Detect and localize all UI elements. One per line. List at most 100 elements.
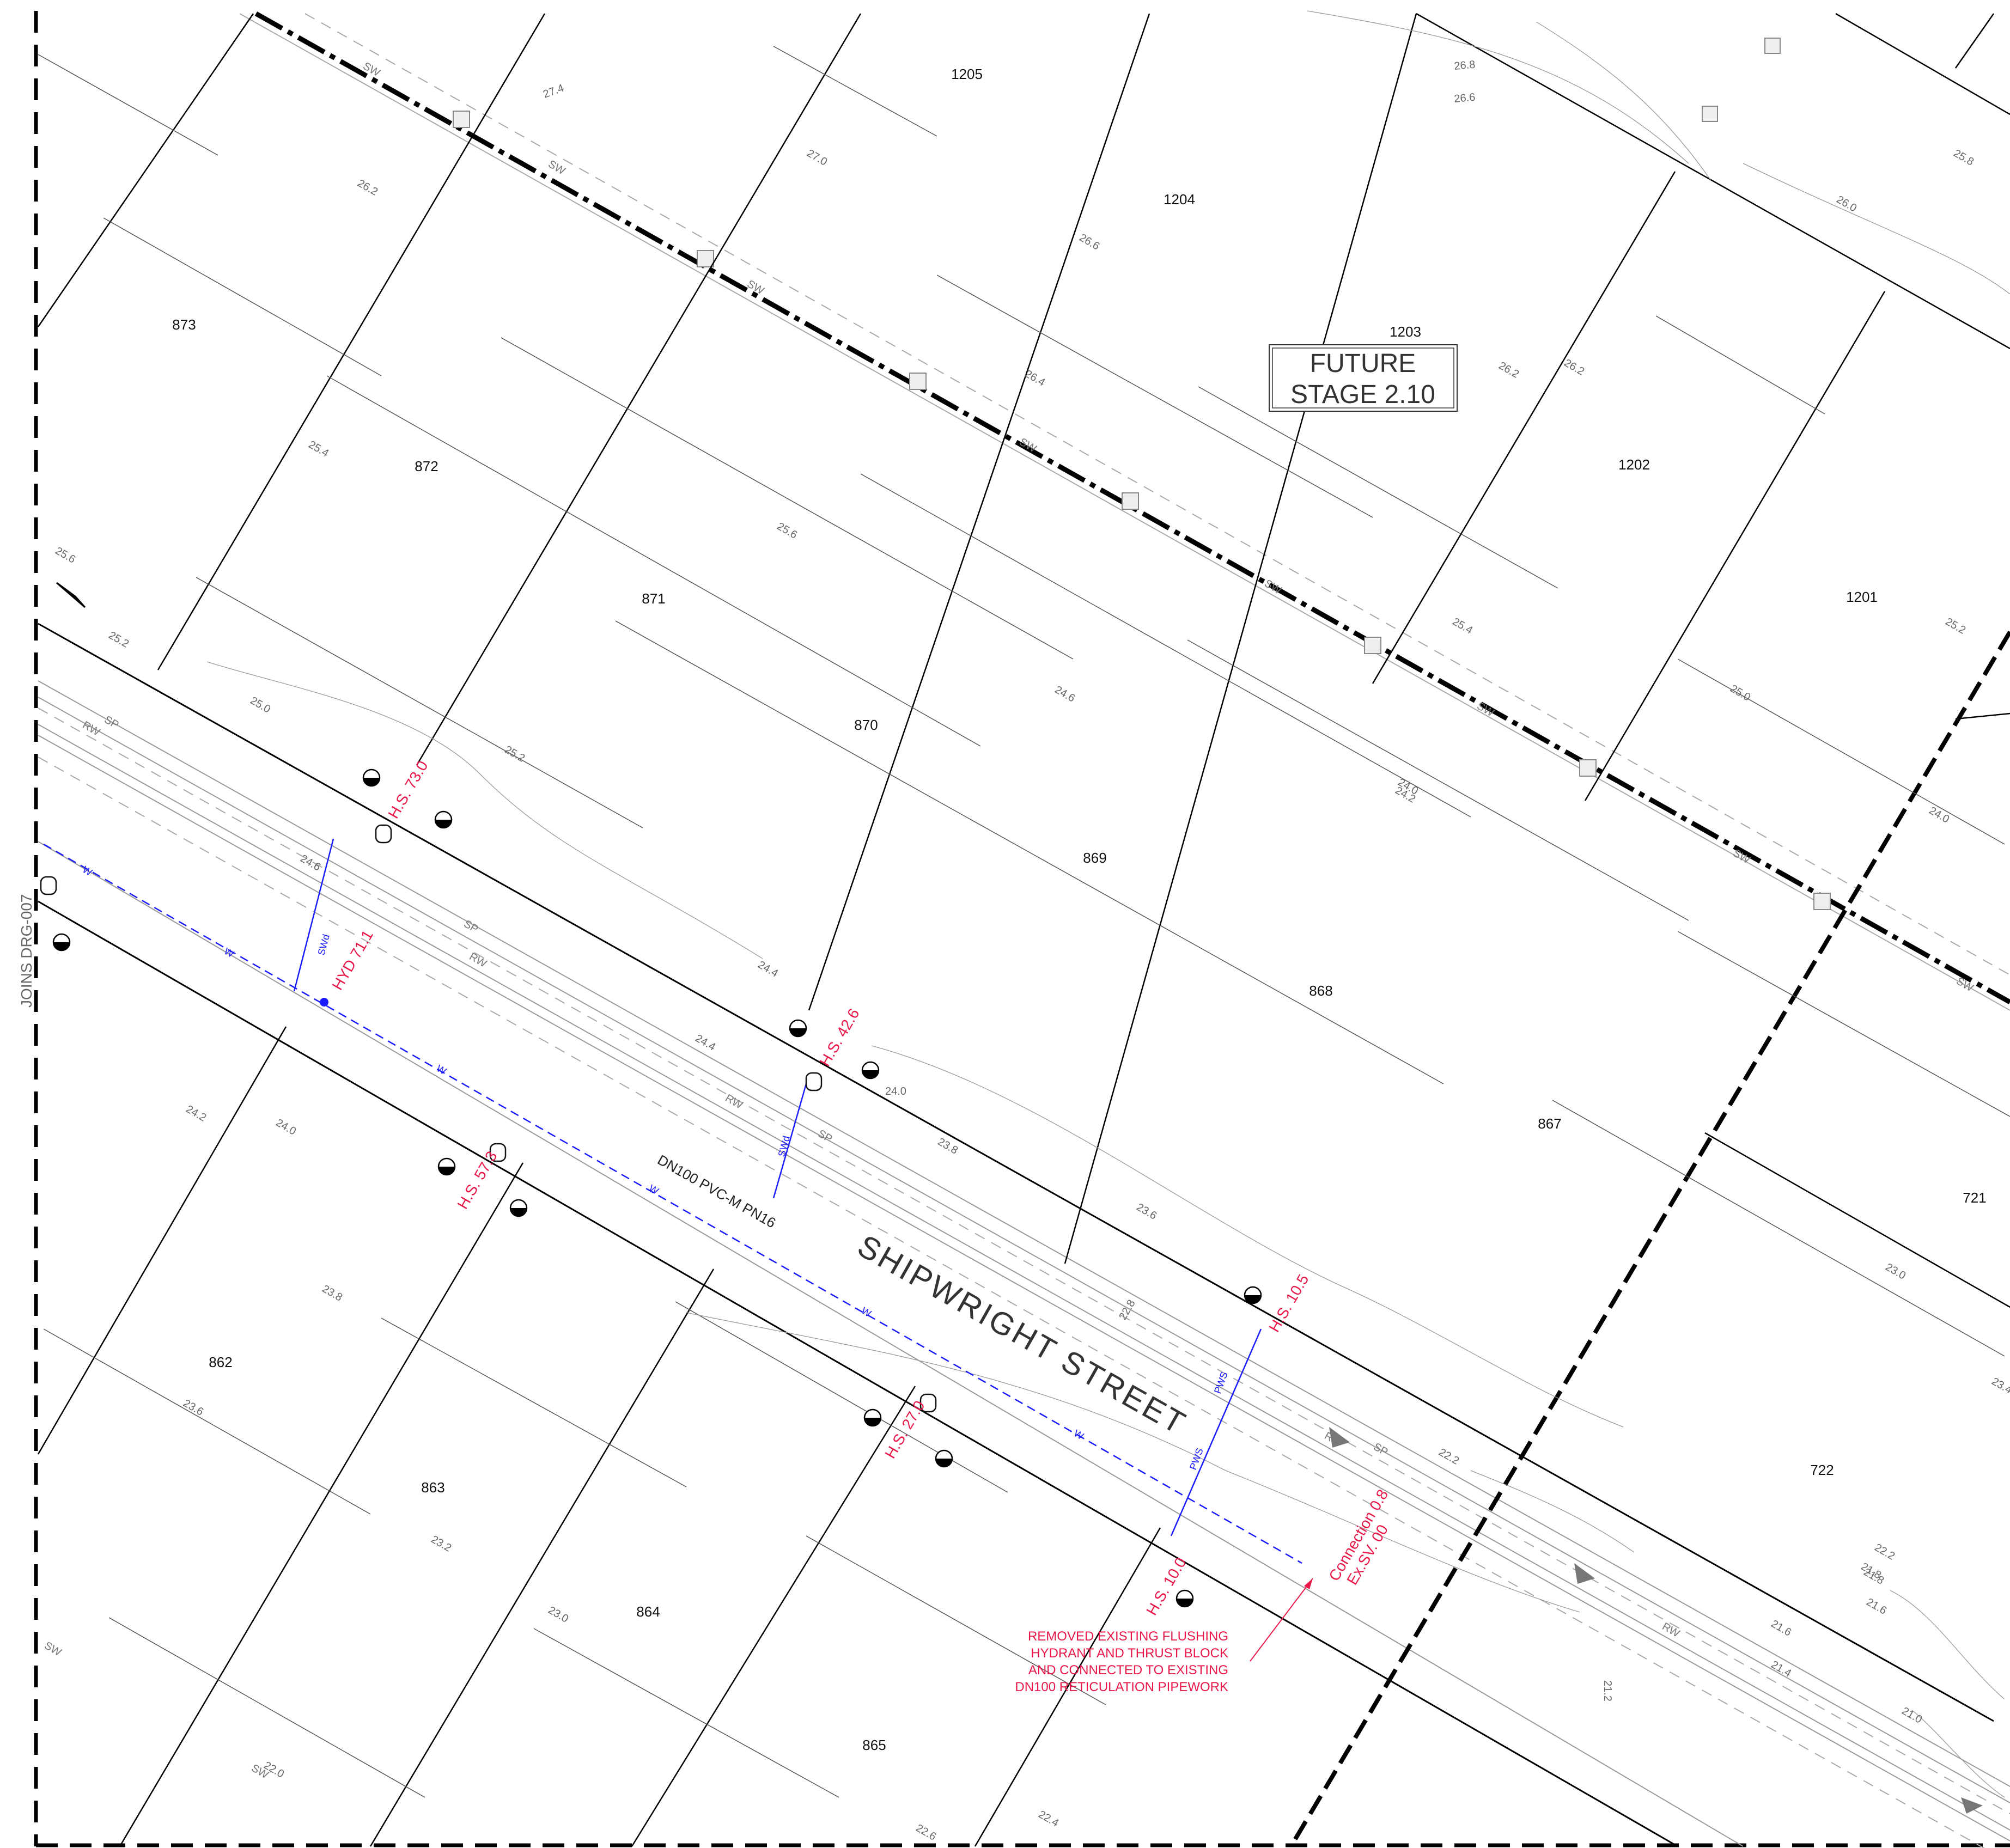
water-main [43,843,1302,1564]
sewer-code: SW [745,278,766,297]
contour-label: 26.6 [1077,231,1102,253]
contours [206,10,2010,1798]
contour-label: 24.0 [1927,804,1952,826]
contour-label: 24.4 [756,959,781,980]
sewer-code: SW [546,158,568,177]
lot-number: 867 [1538,1115,1561,1132]
contour-label: 25.6 [775,520,800,541]
water-code: W [435,1063,448,1077]
lot-number: 1203 [1390,324,1421,340]
contour-label: 26.6 [1454,92,1476,105]
lot-number: 862 [209,1354,232,1370]
sewer-code: SW [42,1639,64,1658]
contour-label: 25.4 [1451,615,1475,637]
hydrant-marker [320,998,328,1007]
contour-label: 22.4 [1037,1808,1061,1829]
lot-number: 868 [1309,983,1332,999]
lot-number: 864 [636,1603,660,1620]
note-line-1: REMOVED EXISTING FLUSHING [1028,1629,1228,1644]
contour-label: 22.2 [1873,1541,1897,1563]
contour-label: 23.6 [1135,1201,1159,1222]
joins-label: JOINS DRG-007 [18,894,35,1008]
road-reserve [38,623,1994,1847]
setback-lines [38,46,2010,1798]
contour-label: 25.2 [107,629,131,650]
contour-label: 25.4 [307,438,331,460]
future-stage-box: FUTURE STAGE 2.10 [1269,344,1458,412]
pipe-label: DN100 PVC-M PN16 [655,1151,778,1231]
sewer-code: SW [1954,975,1976,994]
storm-code: SP [462,918,480,935]
contour-label: 26.2 [1497,359,1521,381]
contour-label: 25.2 [1944,615,1968,637]
contour-label: 22.8 [1117,1298,1138,1322]
contour-label: 25.0 [1728,682,1753,704]
contour-label: 21.6 [1865,1596,1889,1617]
contour-label: 27.4 [541,82,565,101]
lot-number: 722 [1810,1462,1834,1478]
hs-label-2: H.S. 42.6 [816,1005,862,1069]
hs-label-1: H.S. 73.0 [385,758,431,821]
lot-number: 863 [421,1479,444,1496]
lot-number: 872 [415,458,438,474]
water-services [293,838,1262,1536]
contour-label: 21.0 [1900,1705,1924,1726]
service-symbols [40,824,937,1413]
lot-number: 871 [642,590,665,607]
east-stage-boundary [1289,630,2010,1848]
contour-label: 24.6 [1053,684,1077,705]
note-line-3: AND CONNECTED TO EXISTING [1028,1663,1228,1678]
contour-label: 23.2 [429,1533,454,1554]
water-service-code: SWd [776,1135,792,1158]
lot-number: 1204 [1164,191,1195,208]
sewer-manholes [453,38,1831,910]
contour-label: 25.6 [53,545,78,566]
contour-label: 25.0 [248,694,273,716]
lot-number: 1202 [1618,456,1650,473]
water-code: W [222,946,236,960]
recycled-code: RW [723,1092,745,1112]
service-code-labels: SW SW SW SW SW SW SW SW SW SW SP SP SP S… [42,60,1976,1781]
flow-arrow-icons [1329,1427,1983,1814]
contour-label: 23.8 [320,1283,345,1304]
lot-number: 873 [172,316,196,333]
contour-label: 23.0 [546,1604,571,1625]
hydrant-label: HYD 71.1 [328,927,376,993]
note-line-2: HYDRANT AND THRUST BLOCK [1031,1646,1228,1661]
contour-label: 24.6 [299,852,323,874]
contour-label: 22.6 [914,1822,939,1843]
road-kerb-lines [38,680,2010,1847]
lot-number: 1201 [1846,589,1878,605]
stormwater-dashed [38,708,2010,1848]
contour-label: 21.6 [1769,1618,1794,1639]
note-line-4: DN100 RETICULATION PIPEWORK [1015,1680,1228,1694]
contour-label: 24.0 [274,1117,299,1138]
storm-code: SP [1372,1441,1390,1458]
removal-note: REMOVED EXISTING FLUSHING HYDRANT AND TH… [1015,1578,1313,1694]
contour-label: 23.4 [1990,1375,2010,1396]
sheet-boundary [34,11,2010,1847]
contour-label: 22.2 [1437,1446,1461,1467]
water-code: W [1072,1428,1086,1442]
stage-box-line2: STAGE 2.10 [1290,380,1435,409]
lot-numbers: 1205 1204 1203 1202 1201 873 872 871 870… [172,66,1986,1753]
contour-label: 23.6 [181,1397,206,1418]
house-service-labels: H.S. 73.0 H.S. 42.6 H.S. 57.3 H.S. 27.0 … [385,758,1312,1618]
storm-code: SP [102,713,121,731]
contour-label: 23.0 [1884,1261,1908,1282]
contour-label: 26.2 [356,177,380,198]
contour-label: 27.0 [805,147,830,168]
lot-number: 865 [862,1737,886,1753]
recycled-code: RW [1660,1620,1682,1640]
contour-label: 26.2 [1562,357,1587,378]
lot-boundaries [37,13,2010,1847]
lot-number: 1205 [951,66,983,82]
hs-label-3: H.S. 57.3 [454,1148,500,1212]
contour-label: 26.8 [1454,59,1476,72]
contour-label: 25.2 [503,743,527,765]
stage-box-line1: FUTURE [1310,349,1416,378]
contour-label: 25.8 [1952,147,1976,168]
sewer-code: SW [1475,700,1496,719]
recycled-code: RW [81,719,102,739]
